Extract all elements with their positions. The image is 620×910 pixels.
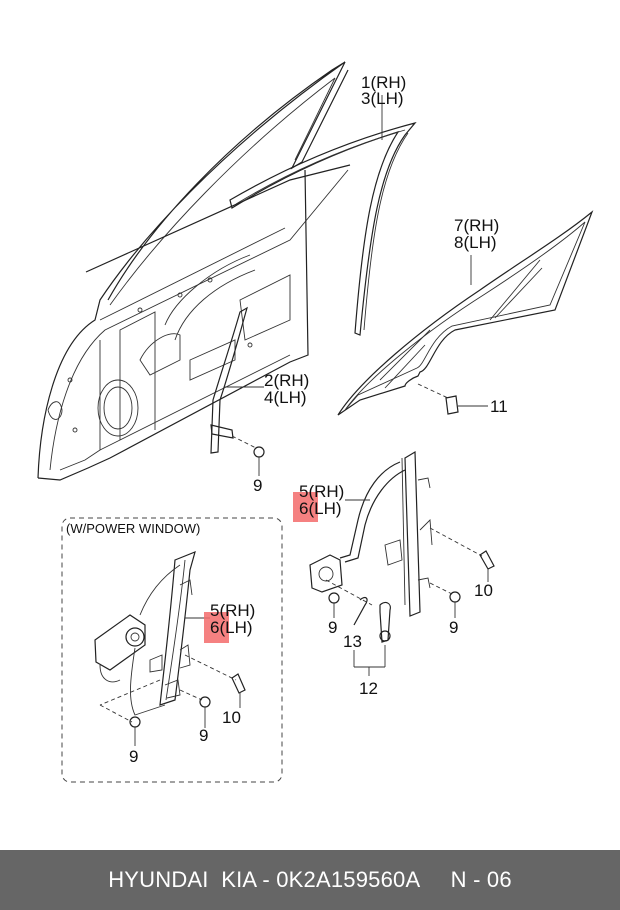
- callout-5-label-manual: 5(RH): [299, 482, 344, 501]
- callout-6-label-power: 6(LH): [210, 618, 253, 637]
- handle-12: [379, 601, 391, 643]
- part-number-12: 12: [359, 679, 378, 698]
- callout-2-label: 2(RH): [264, 371, 309, 390]
- part-number-10: 10: [222, 708, 241, 727]
- bolt-icon: [231, 673, 246, 694]
- motor-icon: [94, 614, 146, 671]
- power-window-box: [61, 517, 283, 783]
- nut-icon: [253, 446, 265, 458]
- glass-clip-11: [445, 395, 459, 415]
- callout-7-label: 7(RH): [454, 216, 499, 235]
- part-number-9: 9: [199, 726, 208, 745]
- callout-8-label: 8(LH): [454, 233, 497, 252]
- highlight-power-regulator: [204, 612, 229, 643]
- part-number-13: 13: [343, 632, 362, 651]
- power-regulator-drawing: [94, 550, 246, 746]
- callout-5-label-power: 5(RH): [210, 601, 255, 620]
- clip-13: [353, 596, 368, 626]
- footer-text: HYUNDAI KIA - 0K2A159560A N - 06: [108, 867, 512, 892]
- callout-1-3: 1(RH) 3(LH): [361, 73, 411, 108]
- door-glass-drawing: [337, 210, 594, 416]
- highlight-manual-regulator: [293, 492, 318, 522]
- manual-regulator-drawing: [309, 450, 495, 676]
- nut-icon: [449, 591, 461, 603]
- nut-icon: [199, 696, 211, 708]
- power-window-label: (W/POWER WINDOW): [66, 521, 200, 536]
- part-number-9: 9: [129, 747, 138, 766]
- door-frame-drawing: [37, 61, 351, 481]
- run-channel-drawing: [229, 95, 417, 336]
- part-number-footer: HYUNDAI KIA - 0K2A159560A N - 06: [0, 850, 620, 910]
- callout-6-label-manual: 6(LH): [299, 499, 342, 518]
- rear-channel-drawing: [210, 306, 265, 476]
- part-number-9: 9: [253, 476, 262, 495]
- nut-icon: [328, 592, 340, 604]
- part-number-9: 9: [449, 618, 458, 637]
- parts-diagram: 1(RH) 3(LH) 7(RH) 8(LH) 2(RH) 4(LH) 5(RH…: [37, 61, 594, 783]
- callout-4-label: 4(LH): [264, 388, 307, 407]
- part-number-9: 9: [328, 618, 337, 637]
- part-number-10: 10: [474, 581, 493, 600]
- part-number-11: 11: [490, 397, 508, 416]
- bolt-icon: [479, 550, 495, 570]
